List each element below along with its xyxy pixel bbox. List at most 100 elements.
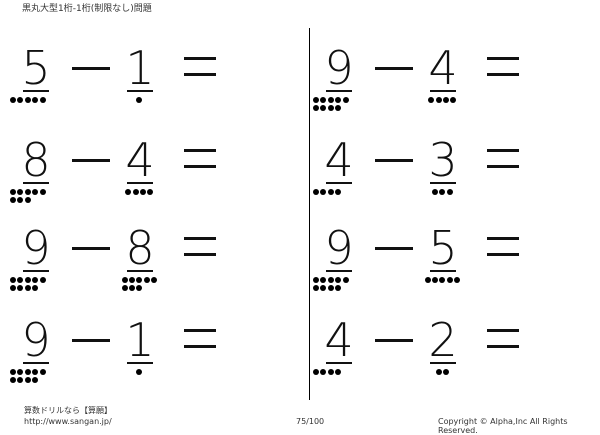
subtrahend-digit: 1 (125, 313, 155, 367)
counting-dot (24, 189, 31, 195)
counting-dot (313, 189, 319, 195)
subtrahend-underline (430, 270, 456, 272)
minuend-number: 5 (20, 40, 52, 96)
counting-dot (320, 277, 327, 283)
counting-dot (454, 277, 461, 283)
subtrahend-counting-dots (121, 277, 182, 293)
minus-sign (72, 339, 110, 342)
counting-dot (39, 369, 46, 375)
counting-dot (10, 369, 16, 375)
subtrahend-number: 4 (124, 132, 156, 188)
subtrahend-digit: 4 (428, 41, 458, 95)
minuend-counting-dots (313, 97, 373, 113)
counting-dot (24, 369, 31, 375)
subtrahend-number: 3 (427, 132, 459, 188)
counting-dot (327, 285, 334, 291)
minuend-counting-dots (10, 277, 70, 293)
counting-dot (10, 277, 16, 283)
counting-dot (442, 97, 449, 103)
equals-sign (184, 329, 216, 351)
minus-sign (375, 247, 413, 250)
minuend-digit: 9 (324, 221, 354, 275)
counting-dot (320, 97, 327, 103)
counting-dot (17, 197, 24, 203)
counting-dot (17, 97, 24, 103)
subtrahend-counting-dots (125, 189, 185, 197)
minuend-digit: 8 (21, 133, 51, 187)
minus-sign (375, 67, 413, 70)
subtrahend-number: 1 (124, 312, 156, 368)
worksheet-title: 黒丸大型1桁-1桁(制限なし)問題 (22, 4, 152, 14)
footer-url[interactable]: http://www.sangan.jp/ (24, 417, 112, 426)
minuend-digit: 4 (324, 133, 354, 187)
counting-dot (128, 285, 135, 291)
counting-dot (10, 189, 16, 195)
counting-dot (313, 285, 319, 291)
counting-dot (24, 277, 31, 283)
counting-dot (17, 277, 24, 283)
subtrahend-underline (127, 90, 153, 92)
counting-dot (17, 189, 24, 195)
minuend-number: 9 (323, 40, 355, 96)
counting-dot (136, 277, 143, 283)
minuend-number: 9 (20, 312, 52, 368)
counting-dot (10, 285, 16, 291)
counting-dot (10, 197, 16, 203)
subtrahend-digit: 8 (125, 221, 155, 275)
equals-sign (487, 329, 519, 351)
counting-dot (342, 97, 349, 103)
counting-dot (151, 277, 158, 283)
counting-dot (446, 189, 453, 195)
minuend-digit: 9 (21, 221, 51, 275)
counting-dot (143, 277, 150, 283)
counting-dot (139, 189, 146, 195)
minuend-underline (23, 362, 49, 364)
minuend-underline (23, 90, 49, 92)
minuend-number: 4 (323, 312, 355, 368)
counting-dot (320, 189, 327, 195)
counting-dot (320, 285, 327, 291)
equals-sign (184, 57, 216, 79)
counting-dot (442, 369, 449, 375)
counting-dot (39, 277, 46, 283)
counting-dot (32, 189, 39, 195)
counting-dot (313, 97, 319, 103)
counting-dot (335, 97, 342, 103)
counting-dot (450, 97, 457, 103)
subtrahend-digit: 2 (428, 313, 458, 367)
footer-brand: 算数ドリルなら【算願】 (24, 406, 112, 415)
subtrahend-counting-dots (424, 277, 485, 285)
counting-dot (32, 369, 39, 375)
subtrahend-counting-dots (431, 189, 492, 197)
counting-dot (439, 277, 446, 283)
minus-sign (72, 159, 110, 162)
minuend-counting-dots (313, 369, 373, 377)
minuend-counting-dots (313, 189, 373, 197)
subtrahend-underline (430, 90, 456, 92)
counting-dot (335, 105, 342, 111)
minuend-counting-dots (10, 369, 70, 385)
counting-dot (17, 369, 24, 375)
minuend-digit: 5 (21, 41, 51, 95)
counting-dot (327, 105, 334, 111)
subtrahend-underline (127, 270, 153, 272)
counting-dot (424, 277, 431, 283)
minus-sign (72, 247, 110, 250)
counting-dot (24, 285, 31, 291)
page-number: 75/100 (296, 417, 325, 426)
minuend-counting-dots (313, 277, 373, 293)
counting-dot (335, 369, 342, 375)
minuend-counting-dots (10, 189, 70, 205)
counting-dot (342, 277, 349, 283)
minuend-number: 4 (323, 132, 355, 188)
counting-dot (24, 197, 31, 203)
counting-dot (439, 189, 446, 195)
minuend-number: 9 (20, 220, 52, 276)
minus-sign (375, 159, 413, 162)
counting-dot (17, 285, 24, 291)
counting-dot (335, 189, 342, 195)
subtrahend-digit: 1 (125, 41, 155, 95)
counting-dot (313, 369, 319, 375)
counting-dot (136, 285, 143, 291)
